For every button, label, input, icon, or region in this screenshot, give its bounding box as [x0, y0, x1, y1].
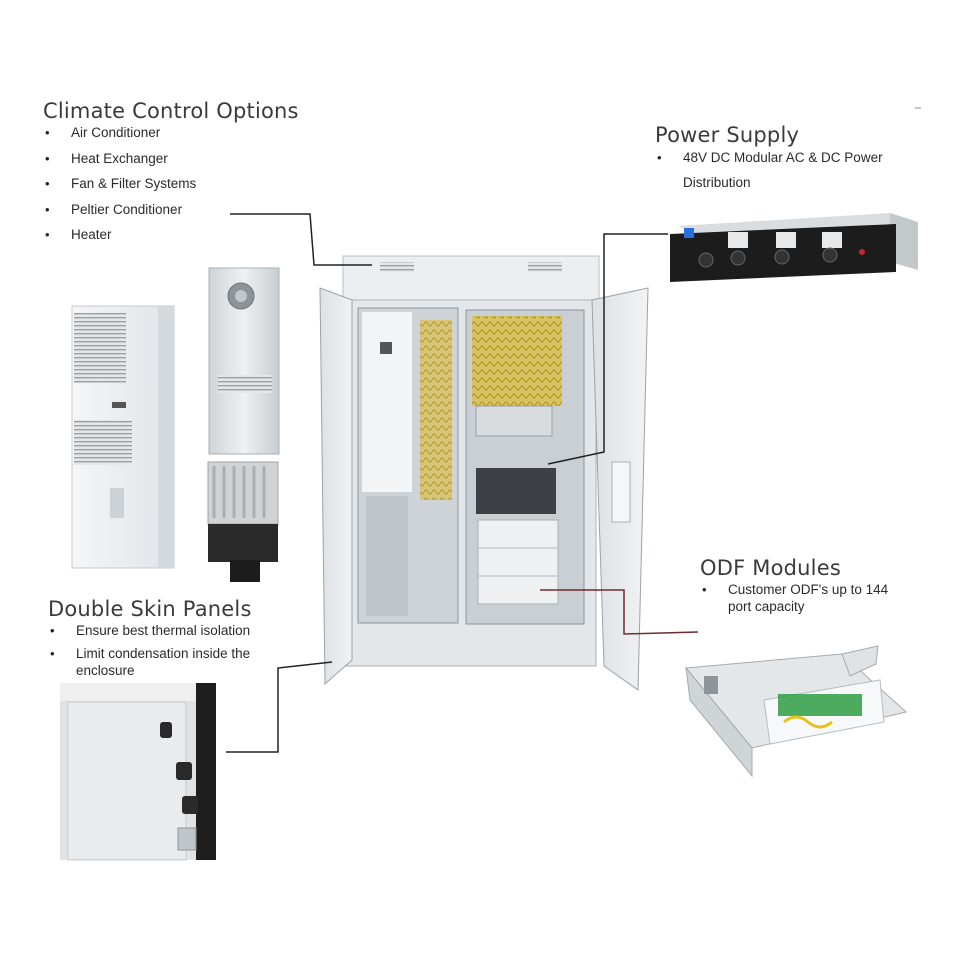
list-item: Limit condensation inside the enclosure	[48, 645, 283, 679]
power-leader-line	[547, 233, 668, 465]
odf-module-photo	[685, 645, 908, 778]
odf-leader-line	[540, 589, 699, 635]
list-item: Customer ODF's up to 144 port capacity	[700, 581, 915, 615]
list-item: Fan & Filter Systems	[43, 175, 196, 201]
list-item: Heat Exchanger	[43, 150, 196, 176]
list-item: Peltier Conditioner	[43, 201, 196, 227]
double-skin-title: Double Skin Panels	[48, 597, 252, 621]
power-supply-list: 48V DC Modular AC & DC Power Distributio…	[655, 145, 905, 195]
list-item: Heater	[43, 226, 196, 252]
climate-leader-line	[230, 213, 372, 266]
list-item: 48V DC Modular AC & DC Power Distributio…	[655, 145, 905, 195]
odf-modules-list: Customer ODF's up to 144 port capacity	[700, 581, 915, 615]
double-skin-list: Ensure best thermal isolation Limit cond…	[48, 622, 283, 685]
list-item: Air Conditioner	[43, 124, 196, 150]
outdoor-cabinet-photo	[319, 255, 649, 691]
odf-modules-title: ODF Modules	[700, 556, 841, 580]
power-supply-title: Power Supply	[655, 123, 800, 147]
climate-control-title: Climate Control Options	[43, 99, 299, 123]
double-skin-panel-photo	[60, 683, 216, 861]
heater-unit-photo	[207, 461, 279, 582]
double-skin-leader-line	[226, 661, 333, 753]
heat-exchanger-unit-photo	[208, 267, 280, 455]
list-item: Ensure best thermal isolation	[48, 622, 283, 639]
climate-control-list: Air Conditioner Heat Exchanger Fan & Fil…	[43, 124, 196, 252]
air-conditioner-unit-photo	[71, 305, 175, 569]
power-distribution-rack-photo	[670, 213, 918, 282]
